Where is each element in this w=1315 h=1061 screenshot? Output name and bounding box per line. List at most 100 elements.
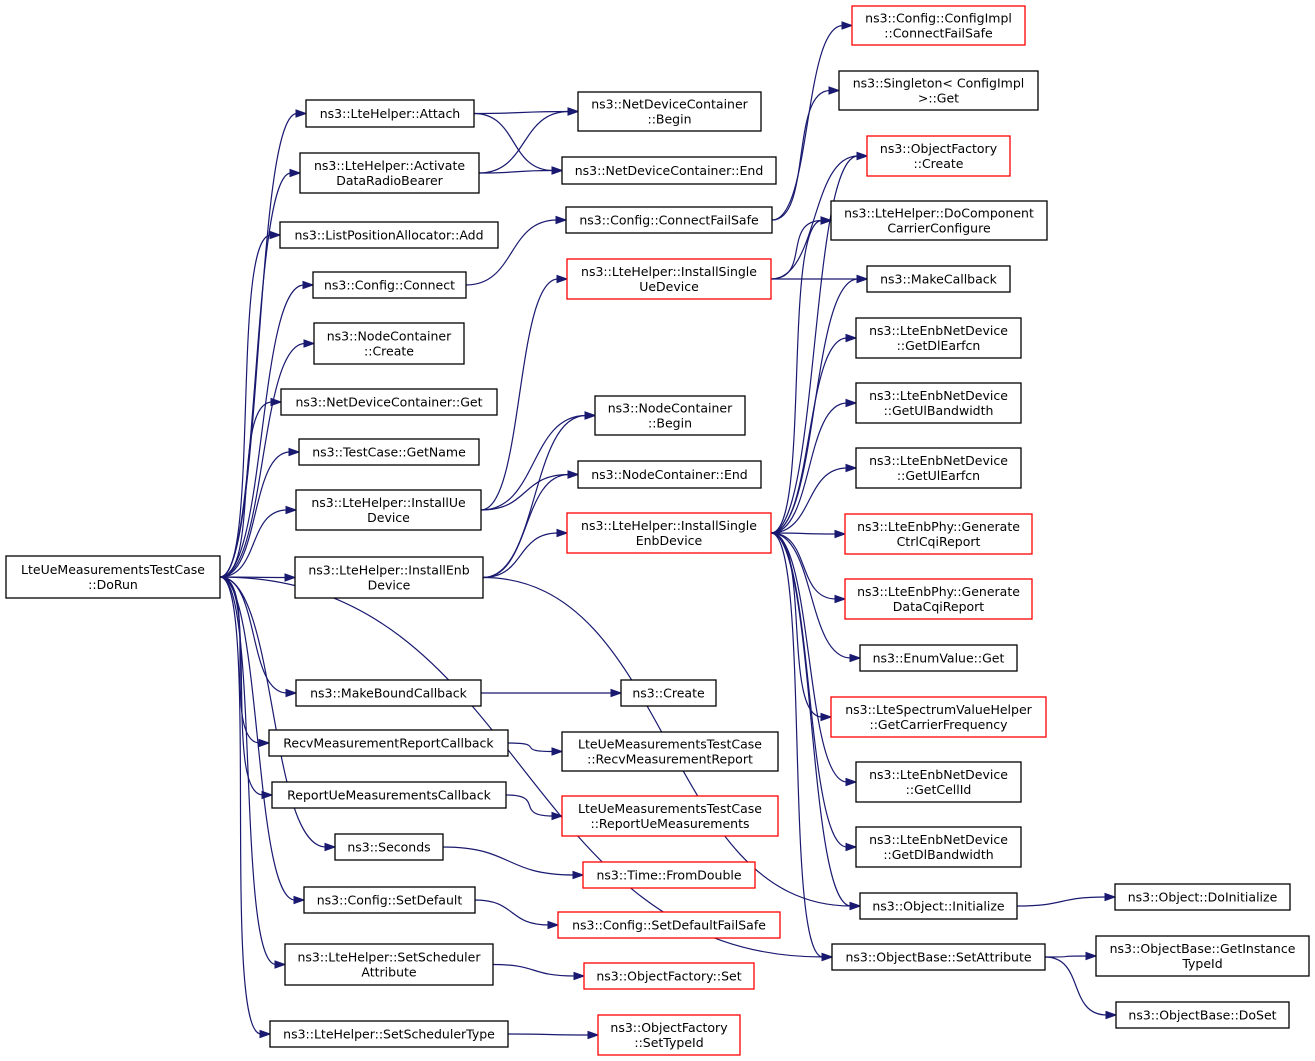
- node-box[interactable]: [566, 512, 772, 554]
- node-box[interactable]: [866, 265, 1011, 293]
- node-svh-carrier[interactable]: ns3::LteSpectrumValueHelper::GetCarrierF…: [830, 696, 1047, 738]
- node-box[interactable]: [299, 152, 480, 194]
- node-box[interactable]: [830, 696, 1047, 738]
- node-box[interactable]: [1115, 1001, 1290, 1029]
- node-box[interactable]: [279, 221, 499, 249]
- node-cfg-setdefaultfs[interactable]: ns3::Config::SetDefaultFailSafe: [557, 911, 781, 939]
- node-report-cb[interactable]: ReportUeMeasurementsCallback: [271, 781, 507, 809]
- node-box[interactable]: [859, 644, 1018, 672]
- node-enb-getulbw[interactable]: ns3::LteEnbNetDevice::GetUlBandwidth: [855, 382, 1022, 424]
- node-nc-begin[interactable]: ns3::NodeContainer::Begin: [594, 395, 746, 436]
- node-box[interactable]: [312, 271, 467, 299]
- node-seconds[interactable]: ns3::Seconds: [334, 833, 444, 861]
- node-enb-getulearfcn[interactable]: ns3::LteEnbNetDevice::GetUlEarfcn: [855, 447, 1022, 489]
- node-box[interactable]: [305, 99, 475, 128]
- node-box[interactable]: [855, 317, 1022, 359]
- node-cfgimpl-cfs[interactable]: ns3::Config::ConfigImpl::ConnectFailSafe: [851, 5, 1026, 46]
- node-recv-report[interactable]: LteUeMeasurementsTestCase::RecvMeasureme…: [561, 731, 779, 772]
- node-obj-init[interactable]: ns3::Object::Initialize: [859, 892, 1018, 920]
- node-box[interactable]: [1114, 883, 1291, 911]
- node-obj-doinit[interactable]: ns3::Object::DoInitialize: [1114, 883, 1291, 911]
- node-box[interactable]: [295, 489, 482, 531]
- node-attach[interactable]: ns3::LteHelper::Attach: [305, 99, 475, 128]
- node-box[interactable]: [280, 388, 498, 416]
- node-box[interactable]: [295, 679, 482, 707]
- node-box[interactable]: [577, 460, 762, 489]
- node-singleton-get[interactable]: ns3::Singleton< ConfigImpl >::Get: [838, 70, 1039, 111]
- node-box[interactable]: [271, 781, 507, 809]
- node-report-ue[interactable]: LteUeMeasurementsTestCase::ReportUeMeasu…: [561, 795, 779, 837]
- node-box[interactable]: [268, 729, 509, 757]
- node-box[interactable]: [334, 833, 444, 861]
- node-box[interactable]: [855, 761, 1022, 803]
- node-box[interactable]: [583, 962, 755, 990]
- node-box[interactable]: [269, 1020, 509, 1048]
- node-box[interactable]: [844, 513, 1033, 555]
- node-box[interactable]: [313, 322, 465, 365]
- node-box[interactable]: [830, 200, 1048, 241]
- node-ob-doset[interactable]: ns3::ObjectBase::DoSet: [1115, 1001, 1290, 1029]
- node-box[interactable]: [565, 206, 773, 234]
- node-box[interactable]: [597, 1014, 741, 1056]
- node-enb-getcellid[interactable]: ns3::LteEnbNetDevice::GetCellId: [855, 761, 1022, 803]
- node-nc-end[interactable]: ns3::NodeContainer::End: [577, 460, 762, 489]
- node-box[interactable]: [561, 156, 777, 185]
- node-lpa-add[interactable]: ns3::ListPositionAllocator::Add: [279, 221, 499, 249]
- node-mbc[interactable]: ns3::MakeBoundCallback: [295, 679, 482, 707]
- node-enb-getdlbw[interactable]: ns3::LteEnbNetDevice::GetDlBandwidth: [855, 826, 1022, 868]
- node-cfg-cfs[interactable]: ns3::Config::ConnectFailSafe: [565, 206, 773, 234]
- node-box[interactable]: [561, 795, 779, 837]
- node-time-fromdouble[interactable]: ns3::Time::FromDouble: [582, 861, 756, 889]
- node-make-callback[interactable]: ns3::MakeCallback: [866, 265, 1011, 293]
- node-box[interactable]: [866, 135, 1011, 177]
- node-box[interactable]: [620, 679, 717, 707]
- node-box[interactable]: [859, 892, 1018, 920]
- node-box[interactable]: [557, 911, 781, 939]
- node-box[interactable]: [831, 943, 1046, 971]
- node-box[interactable]: [294, 556, 484, 599]
- node-box[interactable]: [303, 886, 476, 914]
- node-enb-getdlearfcn[interactable]: ns3::LteEnbNetDevice::GetDlEarfcn: [855, 317, 1022, 359]
- node-ndc-begin[interactable]: ns3::NetDeviceContainer::Begin: [577, 91, 762, 132]
- node-do-cc-config[interactable]: ns3::LteHelper::DoComponentCarrierConfig…: [830, 200, 1048, 241]
- node-box[interactable]: [5, 555, 221, 599]
- node-of-settypeid[interactable]: ns3::ObjectFactory::SetTypeId: [597, 1014, 741, 1056]
- node-ndc-end[interactable]: ns3::NetDeviceContainer::End: [561, 156, 777, 185]
- node-box[interactable]: [855, 447, 1022, 489]
- node-box[interactable]: [838, 70, 1039, 111]
- node-box[interactable]: [577, 91, 762, 132]
- node-of-set[interactable]: ns3::ObjectFactory::Set: [583, 962, 755, 990]
- node-ndc-get[interactable]: ns3::NetDeviceContainer::Get: [280, 388, 498, 416]
- node-box[interactable]: [851, 5, 1026, 46]
- node-set-sched-type[interactable]: ns3::LteHelper::SetSchedulerType: [269, 1020, 509, 1048]
- node-enum-get[interactable]: ns3::EnumValue::Get: [859, 644, 1018, 672]
- node-of-create[interactable]: ns3::ObjectFactory::Create: [866, 135, 1011, 177]
- node-box[interactable]: [566, 258, 772, 300]
- node-box[interactable]: [561, 731, 779, 772]
- node-recv-cb[interactable]: RecvMeasurementReportCallback: [268, 729, 509, 757]
- node-root[interactable]: LteUeMeasurementsTestCase::DoRun: [5, 555, 221, 599]
- node-cfg-setdefault[interactable]: ns3::Config::SetDefault: [303, 886, 476, 914]
- node-box[interactable]: [1095, 935, 1310, 977]
- node-box[interactable]: [844, 578, 1033, 620]
- node-cfg-connect[interactable]: ns3::Config::Connect: [312, 271, 467, 299]
- node-box[interactable]: [855, 382, 1022, 424]
- node-box[interactable]: [855, 826, 1022, 868]
- node-box[interactable]: [284, 943, 494, 986]
- node-box[interactable]: [594, 395, 746, 436]
- node-tc-getname[interactable]: ns3::TestCase::GetName: [298, 438, 480, 466]
- node-box[interactable]: [298, 438, 480, 466]
- node-ob-setattr[interactable]: ns3::ObjectBase::SetAttribute: [831, 943, 1046, 971]
- node-create[interactable]: ns3::Create: [620, 679, 717, 707]
- node-nc-create[interactable]: ns3::NodeContainer::Create: [313, 322, 465, 365]
- node-box[interactable]: [582, 861, 756, 889]
